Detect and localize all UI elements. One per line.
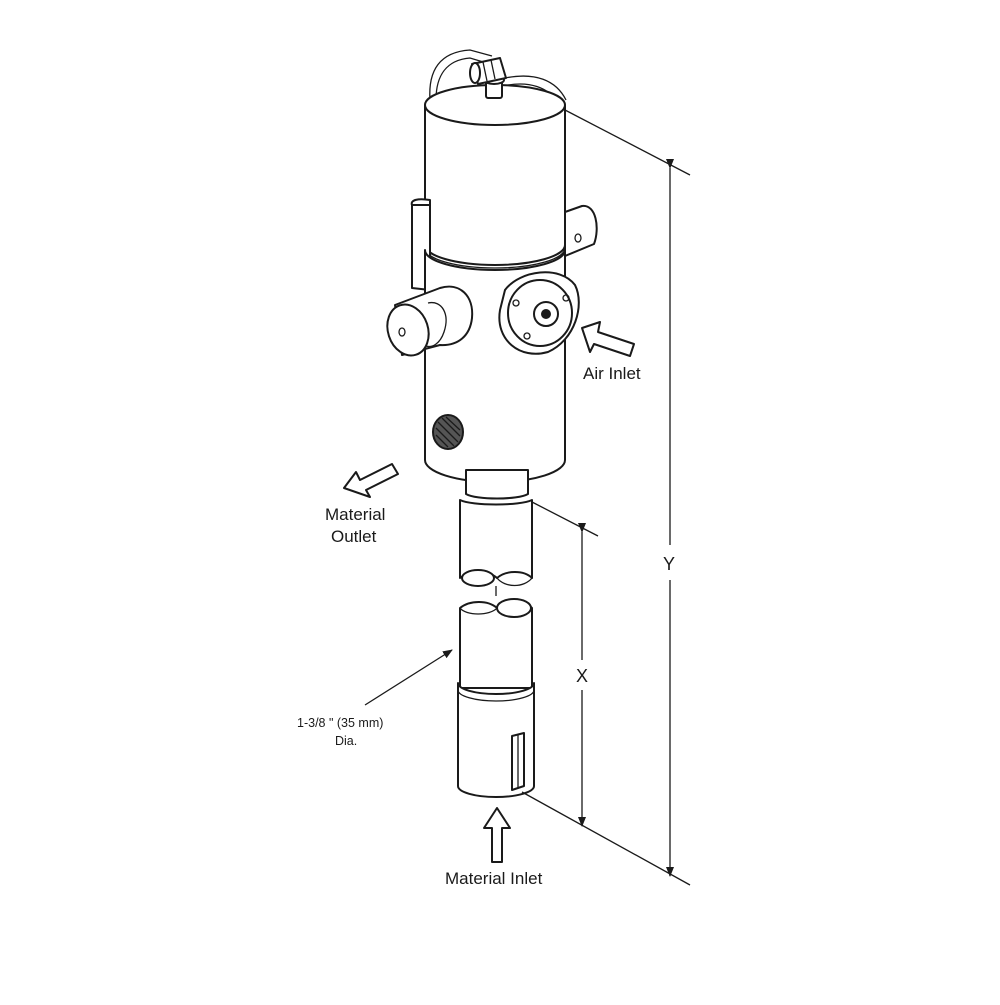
material-outlet-port [432, 414, 464, 450]
air-inlet-arrow [581, 321, 635, 357]
diameter-label-line2: Dia. [335, 734, 357, 748]
dim-x-label: X [576, 666, 588, 686]
neck [465, 469, 529, 500]
rear-port [564, 204, 598, 257]
upper-tube [459, 499, 533, 587]
dim-y-label: Y [663, 554, 675, 574]
diameter-leader [364, 649, 453, 706]
air-inlet-flange [498, 271, 580, 355]
material-outlet-arrow [343, 463, 399, 498]
lower-tube [459, 598, 533, 689]
material-inlet-arrow [483, 807, 511, 863]
material-outlet-label-line2: Outlet [331, 527, 377, 546]
diameter-label-line1: 1-3/8 " (35 mm) [297, 716, 383, 730]
air-inlet-label: Air Inlet [583, 364, 641, 383]
air-motor-cylinder [424, 84, 566, 269]
dimension-x: X [531, 501, 599, 827]
material-outlet-label-line1: Material [325, 505, 385, 524]
side-port [386, 285, 474, 357]
foot-valve [457, 682, 535, 798]
top-fitting [469, 57, 507, 99]
dimension-y: Y [521, 109, 691, 886]
material-inlet-label: Material Inlet [445, 869, 543, 888]
